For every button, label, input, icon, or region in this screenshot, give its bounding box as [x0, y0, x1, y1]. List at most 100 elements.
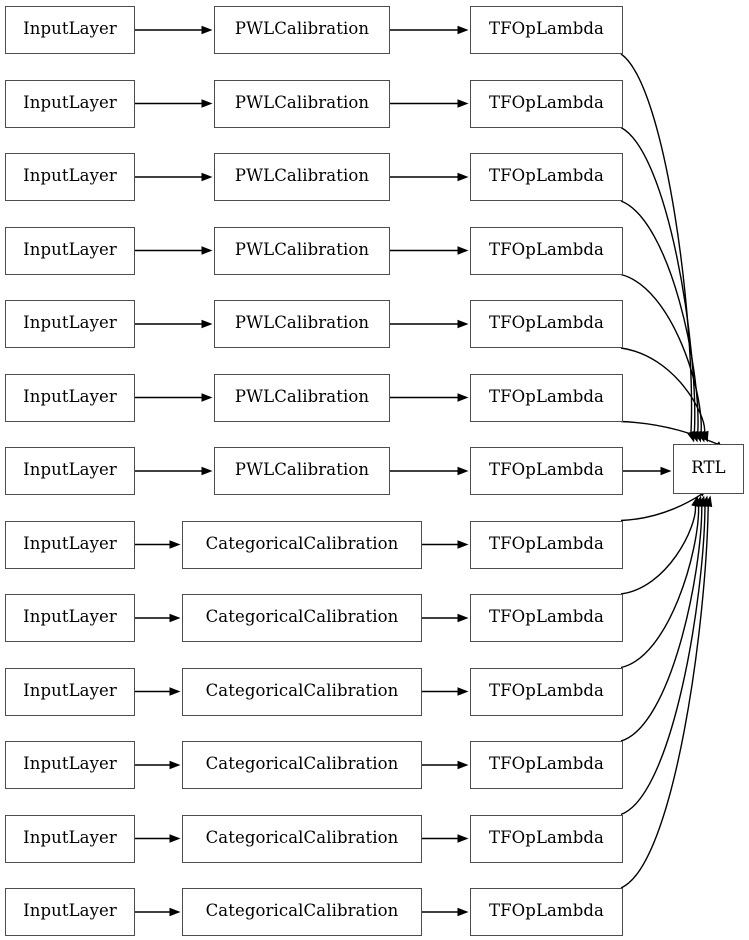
node-op-lambda-8[interactable]: TFOpLambda: [470, 594, 623, 642]
arrowhead-input-to-calibration-6: [201, 466, 213, 476]
node-calibration-8-label: CategoricalCalibration: [205, 607, 399, 627]
node-op-lambda-2-label: TFOpLambda: [489, 166, 604, 186]
arrowhead-input-to-calibration-1: [201, 99, 213, 108]
arrowhead-calibration-to-op-6: [457, 466, 469, 476]
node-input-layer-9[interactable]: InputLayer: [5, 667, 135, 716]
node-input-layer-6[interactable]: InputLayer: [5, 447, 135, 495]
arrowhead-calibration-to-op-0: [457, 25, 469, 35]
arrowhead-calibration-to-op-7: [457, 540, 469, 549]
arrowhead-input-to-calibration-8: [169, 613, 181, 623]
node-input-layer-1[interactable]: InputLayer: [5, 79, 135, 128]
node-op-lambda-4-label: TFOpLambda: [489, 313, 604, 333]
node-op-lambda-12[interactable]: TFOpLambda: [470, 888, 623, 936]
node-calibration-3[interactable]: PWLCalibration: [214, 226, 390, 275]
node-input-layer-10[interactable]: InputLayer: [5, 741, 135, 789]
edge-op-to-rtl-2: [620, 200, 699, 433]
node-input-layer-4[interactable]: InputLayer: [5, 300, 135, 348]
arrowhead-calibration-to-op-4: [457, 319, 469, 329]
node-input-layer-0[interactable]: InputLayer: [5, 6, 135, 54]
node-rtl-label: RTL: [691, 458, 726, 478]
node-input-layer-9-label: InputLayer: [23, 680, 117, 700]
arrowhead-op-to-rtl-1: [690, 430, 699, 443]
node-op-lambda-0[interactable]: TFOpLambda: [470, 6, 623, 54]
node-op-lambda-9-label: TFOpLambda: [489, 680, 604, 700]
node-op-lambda-2[interactable]: TFOpLambda: [470, 153, 623, 201]
node-op-lambda-0-label: TFOpLambda: [489, 19, 604, 39]
edge-op-to-rtl-10: [620, 505, 703, 742]
arrowhead-op-to-rtl-10: [697, 495, 706, 508]
node-op-lambda-11-label: TFOpLambda: [489, 827, 604, 847]
node-calibration-12[interactable]: CategoricalCalibration: [182, 888, 422, 936]
node-calibration-2[interactable]: PWLCalibration: [214, 153, 390, 201]
node-calibration-0-label: PWLCalibration: [234, 19, 370, 39]
node-op-lambda-10[interactable]: TFOpLambda: [470, 741, 623, 789]
edge-op-to-rtl-8: [620, 505, 697, 595]
node-input-layer-4-label: InputLayer: [23, 313, 117, 333]
node-input-layer-3[interactable]: InputLayer: [5, 226, 135, 275]
edge-op-to-rtl-3: [620, 273, 702, 433]
node-input-layer-2[interactable]: InputLayer: [5, 153, 135, 201]
node-input-layer-8[interactable]: InputLayer: [5, 594, 135, 642]
arrowhead-calibration-to-op-3: [457, 246, 469, 255]
node-input-layer-2-label: InputLayer: [23, 166, 117, 186]
node-calibration-10-label: CategoricalCalibration: [205, 754, 399, 774]
arrowhead-calibration-to-op-5: [457, 393, 469, 402]
edge-op-to-rtl-7: [620, 492, 705, 522]
arrowhead-op-to-rtl-0: [686, 430, 695, 443]
node-op-lambda-5-label: TFOpLambda: [489, 386, 604, 406]
node-calibration-11[interactable]: CategoricalCalibration: [182, 814, 422, 863]
node-calibration-11-label: CategoricalCalibration: [205, 827, 399, 847]
arrowhead-op-to-rtl-4: [700, 430, 709, 443]
node-op-lambda-3[interactable]: TFOpLambda: [470, 226, 623, 275]
node-op-lambda-6-label: TFOpLambda: [489, 460, 604, 480]
node-calibration-8[interactable]: CategoricalCalibration: [182, 594, 422, 642]
arrowhead-input-to-calibration-3: [201, 246, 213, 255]
node-input-layer-7[interactable]: InputLayer: [5, 520, 135, 569]
arrowhead-op-to-rtl-12: [704, 495, 713, 508]
node-calibration-4[interactable]: PWLCalibration: [214, 300, 390, 348]
arrowhead-calibration-to-op-12: [457, 907, 469, 917]
node-calibration-6-label: PWLCalibration: [234, 460, 370, 480]
node-input-layer-12[interactable]: InputLayer: [5, 888, 135, 936]
arrowhead-calibration-to-op-8: [457, 613, 469, 623]
node-input-layer-11[interactable]: InputLayer: [5, 814, 135, 863]
node-input-layer-0-label: InputLayer: [23, 19, 117, 39]
edge-op-to-rtl-11: [620, 505, 706, 816]
node-input-layer-6-label: InputLayer: [23, 460, 117, 480]
node-calibration-7[interactable]: CategoricalCalibration: [182, 520, 422, 569]
node-op-lambda-11[interactable]: TFOpLambda: [470, 814, 623, 863]
arrowhead-input-to-calibration-7: [169, 540, 181, 549]
arrowhead-op-to-rtl-11: [700, 495, 710, 508]
node-input-layer-1-label: InputLayer: [23, 92, 117, 112]
node-calibration-9[interactable]: CategoricalCalibration: [182, 667, 422, 716]
node-op-lambda-1-label: TFOpLambda: [489, 92, 604, 112]
arrowhead-input-to-calibration-0: [201, 25, 213, 35]
node-input-layer-5[interactable]: InputLayer: [5, 373, 135, 422]
node-op-lambda-1[interactable]: TFOpLambda: [470, 79, 623, 128]
node-calibration-10[interactable]: CategoricalCalibration: [182, 741, 422, 789]
node-op-lambda-5[interactable]: TFOpLambda: [470, 373, 623, 422]
node-calibration-5[interactable]: PWLCalibration: [214, 373, 390, 422]
arrowhead-calibration-to-op-9: [457, 687, 469, 696]
node-calibration-1[interactable]: PWLCalibration: [214, 79, 390, 128]
arrowhead-op-to-rtl-3: [697, 430, 706, 443]
node-rtl[interactable]: RTL: [673, 444, 744, 494]
arrowhead-input-to-calibration-5: [201, 393, 213, 402]
arrowhead-input-to-calibration-2: [201, 172, 213, 182]
node-calibration-0[interactable]: PWLCalibration: [214, 6, 390, 54]
arrowhead-calibration-to-op-2: [457, 172, 469, 182]
node-input-layer-10-label: InputLayer: [23, 754, 117, 774]
node-calibration-6[interactable]: PWLCalibration: [214, 447, 390, 495]
arrowhead-op-to-rtl-9: [694, 495, 703, 508]
node-input-layer-5-label: InputLayer: [23, 386, 117, 406]
arrowhead-input-to-calibration-12: [169, 907, 181, 917]
node-op-lambda-7[interactable]: TFOpLambda: [470, 520, 623, 569]
node-op-lambda-9[interactable]: TFOpLambda: [470, 667, 623, 716]
arrowhead-input-to-calibration-9: [169, 687, 181, 696]
node-op-lambda-4[interactable]: TFOpLambda: [470, 300, 623, 348]
edge-op-to-rtl-9: [620, 505, 700, 669]
node-op-lambda-6[interactable]: TFOpLambda: [470, 447, 623, 495]
node-input-layer-11-label: InputLayer: [23, 827, 117, 847]
node-input-layer-3-label: InputLayer: [23, 239, 117, 259]
